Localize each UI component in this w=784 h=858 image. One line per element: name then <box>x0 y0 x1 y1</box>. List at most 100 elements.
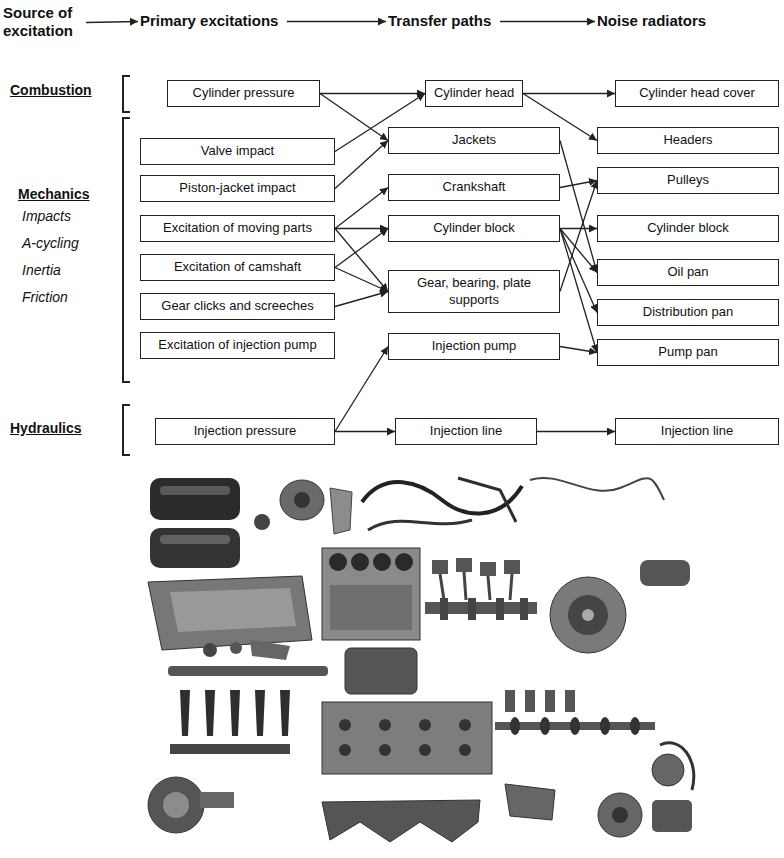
turbocharger <box>148 777 204 833</box>
box-label: Cylinder head cover <box>639 85 755 101</box>
flow-arrow <box>320 94 388 141</box>
category-label: Impacts <box>22 208 71 224</box>
process-box: Piston-jacket impact <box>140 175 335 202</box>
flow-arrow <box>287 21 386 22</box>
box-label: Jackets <box>452 132 496 148</box>
pump-body <box>652 800 692 832</box>
flow-arrow <box>335 268 388 292</box>
cylinder-bore <box>373 553 391 571</box>
alternator-hub <box>294 492 310 508</box>
process-box: Distribution pan <box>597 299 779 326</box>
injector <box>180 690 190 736</box>
box-label: Injection line <box>661 423 733 439</box>
lifter <box>565 690 575 712</box>
hose <box>362 482 522 513</box>
valve-seat <box>419 719 431 731</box>
box-label: Cylinder head <box>434 85 514 101</box>
box-label: Crankshaft <box>443 179 506 195</box>
crank-web <box>520 598 528 620</box>
flow-arrow <box>335 292 388 307</box>
flow-arrow <box>335 188 388 229</box>
glow-plug-rail <box>170 744 290 754</box>
stage-heading: Primary excitations <box>140 12 283 31</box>
valve-seat <box>339 744 351 756</box>
process-box: Cylinder block <box>597 215 779 242</box>
box-label: Oil pan <box>667 264 708 280</box>
stage-heading: Source of excitation <box>3 4 78 41</box>
stage-heading: Transfer paths <box>388 12 496 31</box>
piston <box>504 560 520 574</box>
process-box: Excitation of camshaft <box>140 254 335 281</box>
box-label: Cylinder block <box>647 220 729 236</box>
turbo-inlet <box>163 792 189 818</box>
wiring-harness <box>530 478 664 500</box>
process-box: Excitation of injection pump <box>140 332 335 359</box>
sensor-part <box>254 514 270 530</box>
box-label: Pump pan <box>658 344 717 360</box>
cam-lobe <box>540 717 550 735</box>
flywheel-hub <box>568 595 608 635</box>
box-label: Distribution pan <box>643 304 733 320</box>
valve-seat <box>379 744 391 756</box>
flow-arrow <box>537 431 615 432</box>
stage-heading: Noise radiators <box>597 12 711 31</box>
piston <box>480 562 496 576</box>
flow-arrow <box>560 229 597 353</box>
cam-lobe <box>570 717 580 735</box>
process-box: Gear, bearing, plate supports <box>388 270 560 313</box>
process-box: Cylinder head cover <box>615 80 779 107</box>
box-label: Injection pump <box>432 338 517 354</box>
cylinder-bore <box>329 553 347 571</box>
flow-arrow <box>560 347 597 353</box>
crank-web <box>440 598 448 620</box>
group-label: Hydraulics <box>10 420 82 436</box>
flow-arrow <box>335 141 388 189</box>
piston <box>456 558 472 572</box>
flow-arrow <box>560 181 597 188</box>
box-label: Gear clicks and screeches <box>161 298 313 314</box>
flow-arrow <box>560 141 597 273</box>
engine-parts-illustration <box>0 460 784 858</box>
box-label: Piston-jacket impact <box>179 180 295 196</box>
heading-text: Noise radiators <box>597 12 706 29</box>
cylinder-head <box>322 702 492 774</box>
oil-pan <box>148 576 312 650</box>
process-box: Valve impact <box>140 138 335 165</box>
box-label: Injection line <box>430 423 502 439</box>
cylinder-bore <box>395 553 413 571</box>
flow-arrow <box>523 93 615 94</box>
turbo-outlet <box>200 792 234 808</box>
valve-seat <box>459 719 471 731</box>
lifter <box>525 690 535 712</box>
flow-arrow <box>335 431 395 432</box>
flow-arrow <box>335 229 388 292</box>
mount-bracket <box>330 488 352 534</box>
process-box: Pump pan <box>597 339 779 366</box>
egr-valve <box>505 784 555 820</box>
starter <box>640 560 690 586</box>
flow-arrow <box>560 181 597 292</box>
pump-hub <box>612 807 628 823</box>
process-box: Injection pump <box>388 333 560 360</box>
flow-arrow <box>560 229 597 313</box>
injector-rail <box>168 666 328 676</box>
flow-arrow <box>335 229 388 268</box>
valve-cover-highlight <box>160 486 230 495</box>
group-label: Mechanics <box>18 186 90 202</box>
box-label: Valve impact <box>201 143 274 159</box>
cam-lobe <box>600 717 610 735</box>
box-label: Excitation of camshaft <box>174 259 301 275</box>
process-box: Pulleys <box>597 167 779 194</box>
injector <box>205 690 215 736</box>
category-label: Friction <box>22 289 68 305</box>
valve-seat <box>339 719 351 731</box>
process-box: Cylinder block <box>388 215 560 242</box>
small-part <box>230 642 242 654</box>
injector <box>230 690 240 736</box>
heading-text: Transfer paths <box>388 12 491 29</box>
process-box: Injection line <box>615 418 779 445</box>
lifter <box>505 690 515 712</box>
process-box: Injection pressure <box>155 418 335 445</box>
flow-arrow <box>86 22 138 23</box>
